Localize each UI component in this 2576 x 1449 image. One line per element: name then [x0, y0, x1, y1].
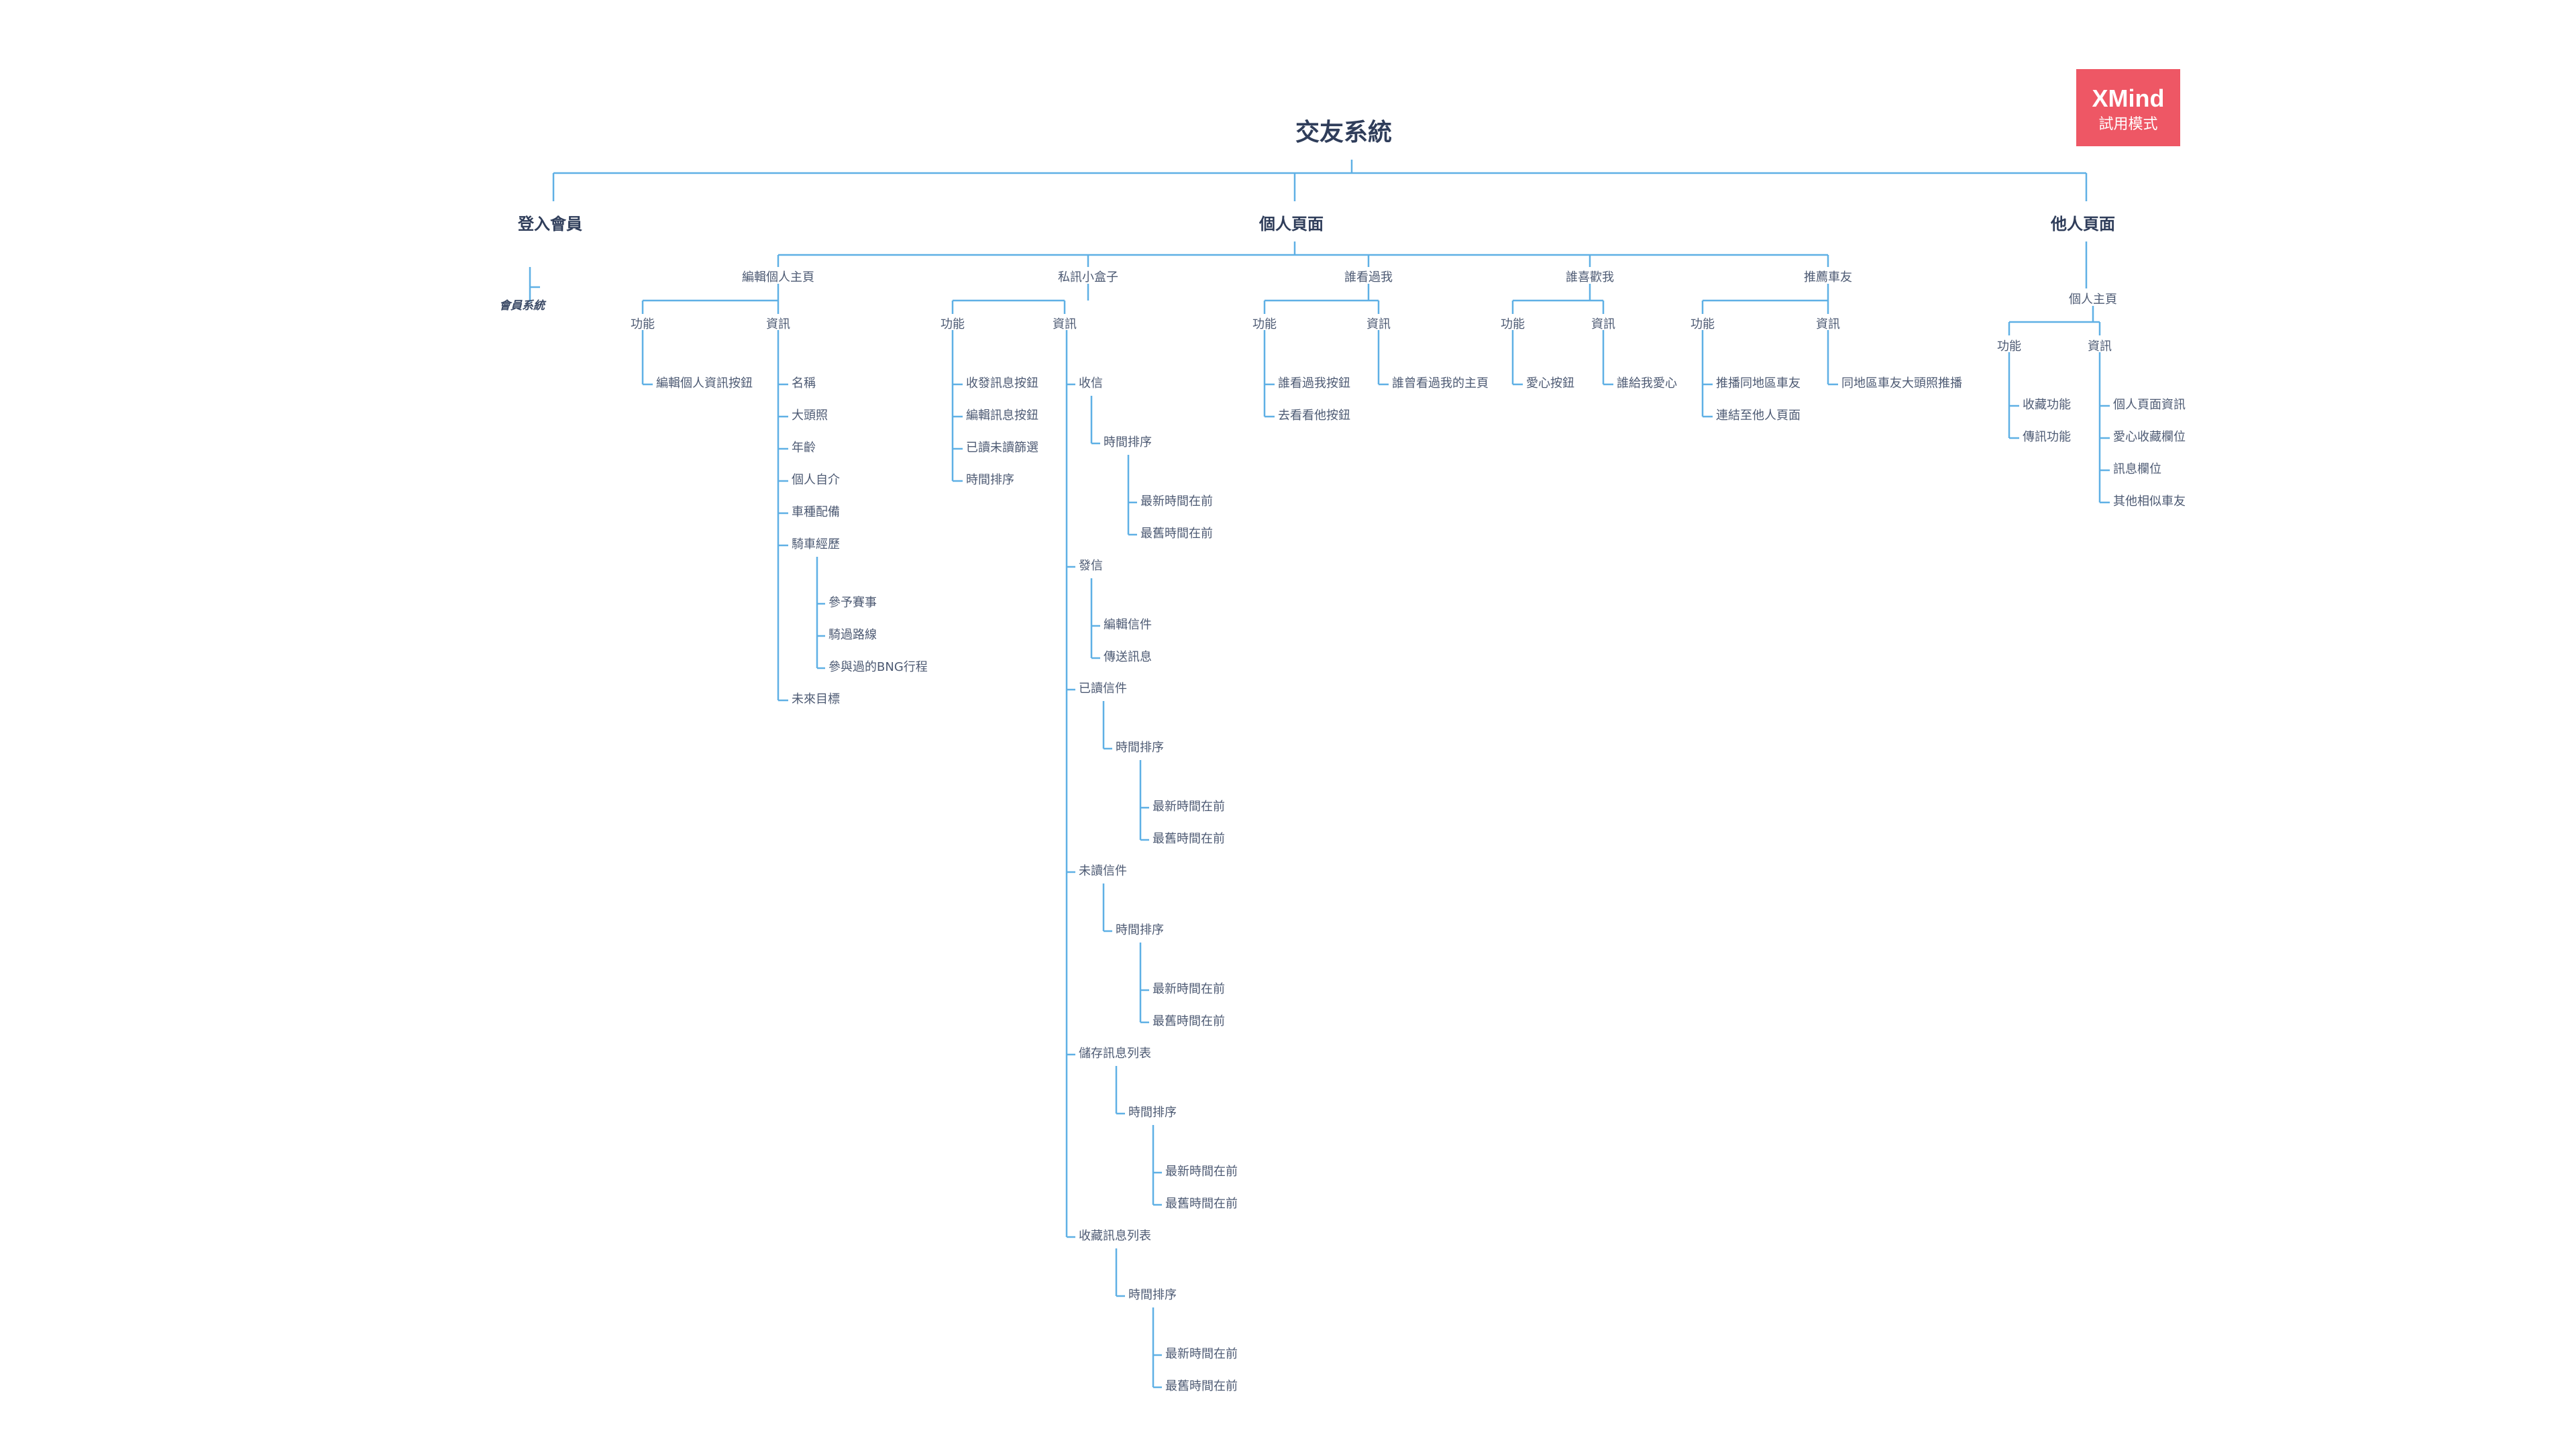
viewed-info[interactable]: 資訊 — [1366, 317, 1391, 331]
others-info-item[interactable]: 其他相似車友 — [2113, 494, 2186, 508]
recommend-func-item[interactable]: 連結至他人頁面 — [1716, 409, 1801, 423]
edit-info-item[interactable]: 個人自介 — [792, 473, 840, 487]
viewed-info-item[interactable]: 誰曾看過我的主頁 — [1392, 376, 1489, 390]
recommend-info[interactable]: 資訊 — [1816, 317, 1840, 331]
edit-info-item[interactable]: 名稱 — [792, 376, 816, 390]
viewed-func-item[interactable]: 去看看他按鈕 — [1278, 409, 1350, 423]
others-info[interactable]: 資訊 — [2088, 339, 2112, 354]
edit-info-item[interactable]: 大頭照 — [792, 409, 828, 423]
others-info-item[interactable]: 愛心收藏欄位 — [2113, 430, 2186, 444]
liked-info[interactable]: 資訊 — [1591, 317, 1615, 331]
edit-info-item[interactable]: 騎車經歷 — [792, 537, 840, 551]
saved-newest[interactable]: 最新時間在前 — [1165, 1165, 1238, 1179]
fav-newest[interactable]: 最新時間在前 — [1165, 1347, 1238, 1361]
liked-func[interactable]: 功能 — [1501, 317, 1525, 331]
inbox-func-item[interactable]: 已讀未讀篩選 — [966, 441, 1038, 455]
others-func-item[interactable]: 收藏功能 — [2023, 398, 2071, 412]
send-item[interactable]: 編輯信件 — [1104, 618, 1152, 632]
topic-login[interactable]: 登入會員 — [518, 215, 582, 233]
others-func[interactable]: 功能 — [1997, 339, 2021, 354]
viewed-func-item[interactable]: 誰看過我按鈕 — [1278, 376, 1350, 390]
topic-personal-page[interactable]: 個人頁面 — [1259, 215, 1324, 233]
inbox-receive[interactable]: 收信 — [1079, 376, 1103, 390]
liked-info-item[interactable]: 誰給我愛心 — [1617, 376, 1677, 390]
edit-info-item[interactable]: 未來目標 — [792, 692, 840, 706]
recommend-func[interactable]: 功能 — [1690, 317, 1715, 331]
others-home[interactable]: 個人主頁 — [2069, 292, 2117, 307]
saved-sort[interactable]: 時間排序 — [1128, 1106, 1177, 1120]
others-info-item[interactable]: 個人頁面資訊 — [2113, 398, 2186, 412]
others-info-item[interactable]: 訊息欄位 — [2113, 462, 2161, 476]
subtopic-viewed[interactable]: 誰看過我 — [1344, 270, 1393, 284]
inbox-func-item[interactable]: 時間排序 — [966, 473, 1014, 487]
viewed-func[interactable]: 功能 — [1252, 317, 1277, 331]
read-newest[interactable]: 最新時間在前 — [1152, 800, 1225, 814]
unread-oldest[interactable]: 最舊時間在前 — [1152, 1014, 1225, 1028]
subtopic-member-system[interactable]: 會員系統 — [499, 299, 545, 313]
liked-func-item[interactable]: 愛心按鈕 — [1526, 376, 1574, 390]
read-oldest[interactable]: 最舊時間在前 — [1152, 832, 1225, 846]
subtopic-recommend[interactable]: 推薦車友 — [1804, 270, 1852, 284]
subtopic-inbox[interactable]: 私訊小盒子 — [1058, 270, 1118, 284]
inbox-func[interactable]: 功能 — [941, 317, 965, 331]
recommend-info-item[interactable]: 同地區車友大頭照推播 — [1841, 376, 1962, 390]
ride-item[interactable]: 騎過路線 — [828, 628, 877, 642]
others-func-item[interactable]: 傳訊功能 — [2023, 430, 2071, 444]
inbox-saved[interactable]: 儲存訊息列表 — [1079, 1046, 1151, 1061]
inbox-read[interactable]: 已讀信件 — [1079, 682, 1127, 696]
inbox-func-item[interactable]: 編輯訊息按鈕 — [966, 409, 1038, 423]
unread-newest[interactable]: 最新時間在前 — [1152, 982, 1225, 996]
send-item[interactable]: 傳送訊息 — [1104, 650, 1152, 664]
recommend-func-item[interactable]: 推播同地區車友 — [1716, 376, 1801, 390]
badge-brand: XMind — [2092, 85, 2165, 112]
receive-oldest[interactable]: 最舊時間在前 — [1140, 527, 1213, 541]
edit-func-item[interactable]: 編輯個人資訊按鈕 — [656, 376, 753, 390]
inbox-send[interactable]: 發信 — [1079, 559, 1103, 573]
inbox-fav[interactable]: 收藏訊息列表 — [1079, 1229, 1151, 1243]
edit-info-item[interactable]: 車種配備 — [792, 505, 840, 519]
inbox-unread[interactable]: 未讀信件 — [1079, 864, 1127, 878]
ride-item[interactable]: 參與過的BNG行程 — [828, 660, 928, 674]
edit-info-item[interactable]: 年齡 — [792, 441, 816, 455]
badge-mode: 試用模式 — [2098, 116, 2158, 133]
unread-sort[interactable]: 時間排序 — [1116, 923, 1164, 937]
root-topic[interactable]: 交友系統 — [1295, 119, 1393, 146]
edit-func[interactable]: 功能 — [631, 317, 655, 331]
inbox-func-item[interactable]: 收發訊息按鈕 — [966, 376, 1038, 390]
xmind-trial-badge[interactable]: XMind 試用模式 — [2076, 69, 2180, 146]
ride-item[interactable]: 參予賽事 — [828, 596, 877, 610]
edit-info[interactable]: 資訊 — [766, 317, 790, 331]
read-sort[interactable]: 時間排序 — [1116, 741, 1164, 755]
topic-others-page[interactable]: 他人頁面 — [2051, 215, 2115, 233]
fav-sort[interactable]: 時間排序 — [1128, 1288, 1177, 1302]
receive-newest[interactable]: 最新時間在前 — [1140, 494, 1213, 508]
fav-oldest[interactable]: 最舊時間在前 — [1165, 1379, 1238, 1393]
saved-oldest[interactable]: 最舊時間在前 — [1165, 1197, 1238, 1211]
subtopic-edit-profile[interactable]: 編輯個人主頁 — [742, 270, 814, 284]
receive-sort[interactable]: 時間排序 — [1104, 435, 1152, 449]
inbox-info[interactable]: 資訊 — [1053, 317, 1077, 331]
subtopic-liked[interactable]: 誰喜歡我 — [1566, 270, 1614, 284]
